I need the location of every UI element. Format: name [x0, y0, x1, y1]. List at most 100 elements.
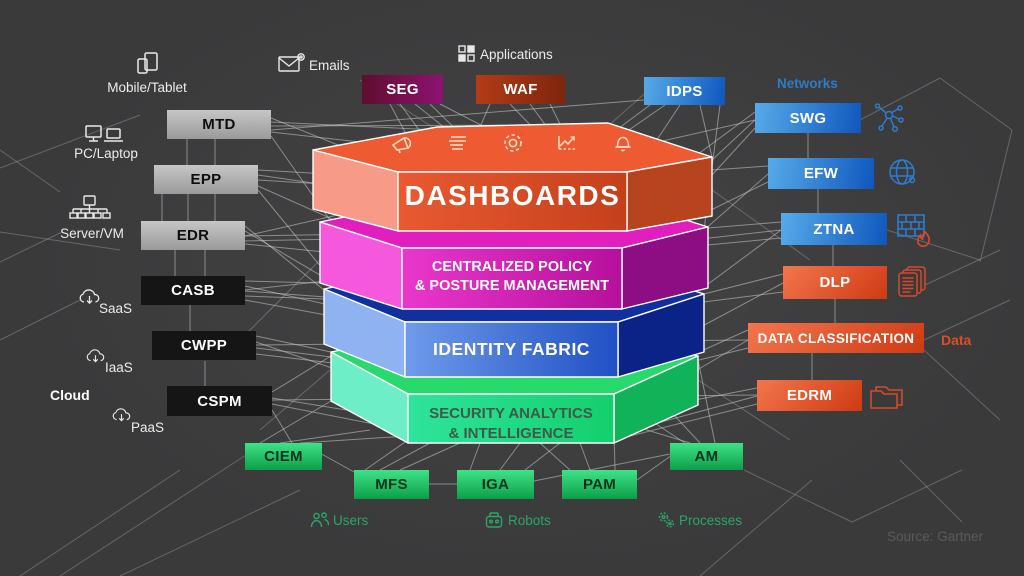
server-vm-icon — [68, 194, 112, 224]
mesh-line — [613, 403, 758, 441]
mesh-line — [364, 439, 409, 471]
mesh-line — [244, 232, 621, 242]
mesh-line — [244, 295, 619, 311]
node-mtd: MTD — [167, 110, 271, 139]
node-am: AM — [670, 443, 743, 470]
mesh-line — [244, 299, 651, 376]
label-processes: Processes — [679, 513, 743, 528]
mesh-line — [689, 111, 756, 161]
mesh-line — [649, 419, 686, 444]
node-dlp: DLP — [783, 266, 887, 299]
globe-icon — [886, 156, 919, 190]
layer-label-centralized-policy: CENTRALIZED POLICY & POSTURE MANAGEMENT — [414, 259, 610, 294]
node-ztna: ZTNA — [781, 213, 887, 245]
mesh-line — [711, 165, 769, 171]
node-seg: SEG — [362, 75, 443, 104]
emails-icon — [278, 52, 305, 74]
mesh-line — [469, 442, 481, 471]
mesh-line — [649, 181, 769, 241]
mesh-line — [257, 169, 399, 179]
mesh-line — [711, 119, 756, 161]
node-edrm: EDRM — [757, 380, 862, 411]
node-epp: EPP — [154, 165, 258, 194]
mesh-line — [697, 359, 716, 444]
users-icon — [310, 512, 330, 528]
folder-icon — [869, 383, 905, 411]
label-saas: SaaS — [99, 301, 133, 316]
mesh-line — [979, 129, 1013, 263]
source-label: Source: Gartner — [887, 529, 984, 544]
node-iga: IGA — [457, 470, 534, 499]
mesh-line — [270, 121, 438, 131]
label-server-vm: Server/VM — [60, 226, 124, 241]
mesh-line — [703, 173, 769, 231]
node-ciem: CIEM — [245, 443, 322, 470]
layer-label-security-analytics: SECURITY ANALYTICS & INTELLIGENCE — [429, 405, 593, 442]
network-mesh-icon — [872, 99, 906, 135]
mesh-line — [654, 237, 782, 251]
dashboard-icons-row — [390, 131, 636, 160]
mesh-line — [699, 229, 782, 291]
mesh-line — [851, 469, 963, 523]
mesh-line — [255, 335, 332, 353]
mesh-line — [19, 469, 181, 576]
mesh-line — [59, 454, 247, 576]
megaphone-icon — [390, 131, 416, 160]
paas-cloud-icon — [112, 408, 131, 424]
mesh-line — [579, 442, 591, 471]
mesh-line — [743, 469, 853, 523]
mesh-line — [613, 429, 616, 471]
mesh-line — [271, 355, 332, 393]
mesh-line — [939, 77, 1013, 131]
mesh-line — [244, 230, 406, 326]
chart-icon — [555, 131, 581, 160]
label-emails: Emails — [309, 58, 350, 73]
mesh-line — [636, 454, 673, 481]
firewall-icon — [896, 212, 934, 250]
mesh-line — [317, 451, 355, 473]
mesh-line — [659, 399, 701, 444]
mesh-line — [270, 99, 645, 131]
mesh-line — [639, 291, 784, 311]
mesh-line — [271, 409, 293, 444]
gear-icon — [500, 131, 526, 160]
mesh-line — [270, 124, 561, 127]
mesh-line — [924, 249, 1001, 286]
applications-icon — [458, 45, 475, 62]
label-robots: Robots — [508, 513, 551, 528]
mesh-line — [679, 127, 756, 211]
mesh-line — [699, 479, 813, 576]
mesh-line — [271, 397, 409, 421]
mesh-line — [649, 395, 758, 426]
mesh-line — [239, 259, 321, 341]
mesh-line — [244, 231, 481, 237]
mesh-line — [899, 459, 963, 523]
layer-label-identity-fabric: IDENTITY FABRIC — [433, 339, 590, 359]
mesh-line — [244, 280, 321, 284]
mesh-line — [703, 104, 721, 231]
mesh-line — [694, 387, 758, 401]
mesh-line — [270, 117, 401, 171]
pc-laptop-icon — [84, 124, 126, 144]
mesh-line — [270, 135, 331, 221]
node-waf: WAF — [476, 75, 565, 104]
node-efw: EFW — [768, 158, 874, 189]
node-mfs: MFS — [354, 470, 429, 499]
mesh-line — [524, 442, 561, 471]
mesh-line — [279, 429, 371, 444]
mobile-tablet-icon — [136, 51, 160, 77]
mesh-line — [257, 189, 341, 291]
mesh-line — [699, 104, 713, 158]
mesh-line — [255, 353, 615, 397]
mesh-line — [399, 442, 461, 471]
mesh-line — [271, 394, 758, 401]
label-pc-laptop: PC/Laptop — [74, 146, 138, 161]
label-cloud: Cloud — [50, 387, 90, 403]
mesh-line — [0, 299, 81, 341]
label-paas: PaaS — [131, 420, 165, 435]
mesh-line — [0, 149, 61, 193]
node-data-classification: DATA CLASSIFICATION — [748, 323, 924, 353]
label-users: Users — [333, 513, 369, 528]
node-cwpp: CWPP — [152, 331, 256, 360]
